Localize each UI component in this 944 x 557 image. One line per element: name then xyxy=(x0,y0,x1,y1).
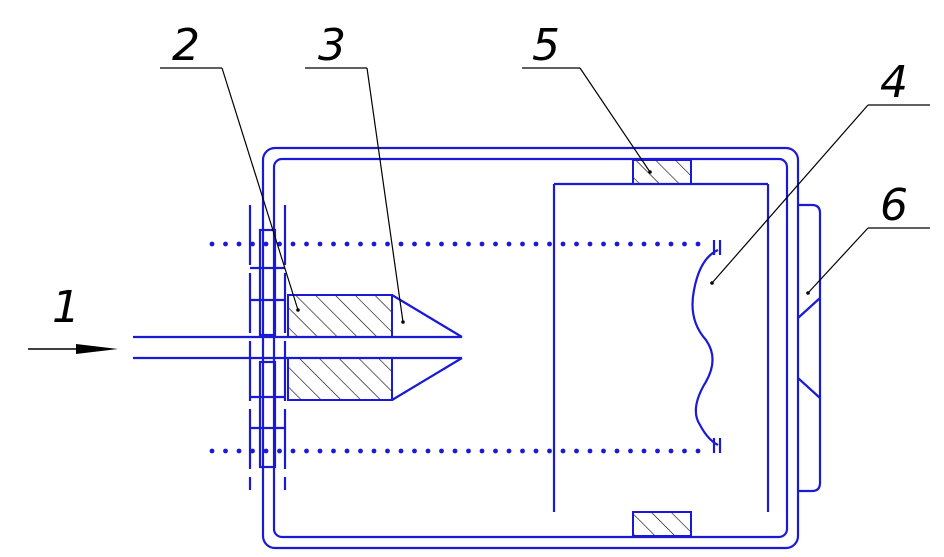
beam-dot xyxy=(560,448,566,454)
beam-dot xyxy=(277,241,282,247)
inner-frame xyxy=(552,182,770,512)
beam-dot xyxy=(425,241,431,247)
beam-dot xyxy=(263,241,269,247)
label-4: 4 xyxy=(880,57,908,108)
beam-dot xyxy=(682,448,687,454)
beam-dot xyxy=(398,448,404,454)
beam-dot xyxy=(574,241,579,247)
housing xyxy=(261,146,800,550)
beam-dot xyxy=(560,241,566,247)
beam-dot xyxy=(668,448,674,454)
beam-dot xyxy=(385,241,390,247)
beam-dot xyxy=(466,241,471,247)
beam-dot xyxy=(223,241,228,247)
beam-dot xyxy=(574,448,579,454)
beam-dot xyxy=(614,448,620,454)
beam-dot xyxy=(304,241,309,247)
beam-dot xyxy=(439,448,444,454)
beam-dot xyxy=(425,448,431,454)
beam-dot xyxy=(317,241,323,247)
beam-dot xyxy=(344,448,350,454)
beam-dot xyxy=(506,448,512,454)
beam-dot xyxy=(317,448,323,454)
beam-dot xyxy=(506,241,512,247)
cone-part-3 xyxy=(391,294,463,401)
beam-dot xyxy=(695,241,701,247)
beam-dot xyxy=(277,448,282,454)
beam-dot xyxy=(304,448,309,454)
beam-dot xyxy=(668,241,674,247)
beam-dot xyxy=(439,241,444,247)
beam-dot xyxy=(371,448,377,454)
input-arrow xyxy=(28,344,118,354)
leader-lines xyxy=(160,67,930,323)
label-1: 1 xyxy=(52,282,80,333)
beam-dot xyxy=(466,448,471,454)
beam-dot xyxy=(250,448,255,454)
beam-dot xyxy=(628,241,633,247)
beam-dot xyxy=(358,448,363,454)
beam-dot xyxy=(398,241,404,247)
beam-dot xyxy=(371,241,377,247)
beam-dot xyxy=(533,241,539,247)
beam-dot xyxy=(479,448,485,454)
beam-dot xyxy=(655,448,660,454)
window-part-6 xyxy=(797,203,822,493)
beam-dot xyxy=(331,241,336,247)
label-5: 5 xyxy=(532,20,560,71)
beam-dot xyxy=(358,241,363,247)
input-channel xyxy=(133,335,462,360)
block-part-5 xyxy=(632,159,692,537)
beam-dot xyxy=(479,241,485,247)
beam-dot xyxy=(223,448,228,454)
leader-points xyxy=(296,170,810,324)
cylinder-part-2 xyxy=(287,294,393,401)
label-6: 6 xyxy=(880,180,908,231)
beam-dot xyxy=(452,448,458,454)
beam-dot xyxy=(452,241,458,247)
beam-dot xyxy=(601,448,606,454)
beam-dot xyxy=(695,448,701,454)
beam-dot xyxy=(520,241,525,247)
flange-clamp xyxy=(248,205,287,490)
beam-dot xyxy=(209,448,215,454)
beam-dot xyxy=(331,448,336,454)
beam-dot xyxy=(250,241,255,247)
beam-dot xyxy=(601,241,606,247)
beam-dot xyxy=(412,241,417,247)
beam-dot xyxy=(628,448,633,454)
beam-dot xyxy=(547,241,552,247)
beam-dot xyxy=(290,448,296,454)
beam-dot xyxy=(520,448,525,454)
beam-dot xyxy=(682,241,687,247)
label-3: 3 xyxy=(318,20,346,71)
beam-dot xyxy=(236,241,242,247)
beam-dot xyxy=(641,241,647,247)
beam-dot xyxy=(412,448,417,454)
beam-dot xyxy=(587,241,593,247)
beam-dot xyxy=(655,241,660,247)
beam-dot xyxy=(587,448,593,454)
beam-dot xyxy=(493,241,498,247)
beam-dot xyxy=(290,241,296,247)
beam-dot xyxy=(641,448,647,454)
beam-dot xyxy=(385,448,390,454)
beam-dot xyxy=(493,448,498,454)
beam-dot xyxy=(209,241,215,247)
membrane-part-4 xyxy=(691,240,722,453)
beam-dot xyxy=(263,448,269,454)
label-2: 2 xyxy=(172,20,200,71)
beam-dot xyxy=(614,241,620,247)
beam-dot xyxy=(547,448,552,454)
beam-dot xyxy=(533,448,539,454)
dotted-beams xyxy=(209,241,701,454)
beam-dot xyxy=(236,448,242,454)
beam-dot xyxy=(344,241,350,247)
